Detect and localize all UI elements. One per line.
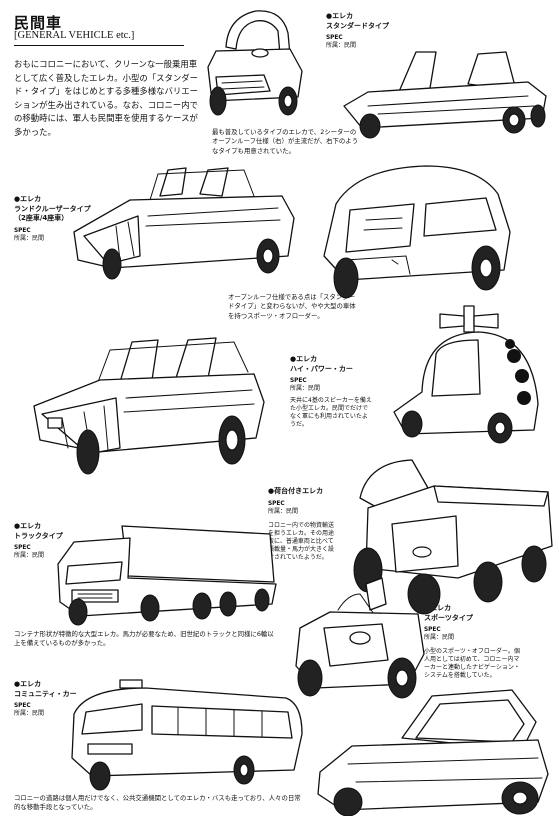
owner-label: 所属：民間 [268, 507, 299, 515]
entry-landcruiser: ●エレカ ランドクルーザータイプ （2座車/4座車） SPEC 所属：民間 [14, 195, 91, 243]
intro-text: おもにコロニーにおいて、クリーンな一般乗用車として広く普及したエレカ。小型の「ス… [14, 59, 198, 137]
page-title: 民間車 [14, 14, 63, 32]
entry-name-line: ●エレカ [290, 355, 318, 363]
entry-name-line: スポーツタイプ [424, 613, 473, 622]
owner-label: 所属：民間 [14, 710, 45, 717]
hatchback-car-icon [323, 165, 511, 299]
open-offroad-car-icon [33, 337, 265, 475]
truck-icon [57, 525, 277, 626]
openroof-note: オープンルーフ仕様である点は「スタンダードタイプ」と変わらないが、やや大型の車体… [228, 293, 356, 320]
entry-name-line: ランドクルーザータイプ [14, 204, 91, 213]
entry-name-line: ●エレカ [14, 522, 42, 530]
entry-highpower: ●エレカ ハイ・パワー・カー SPEC 所属：民間 天井に4基のスピーカーを備え… [290, 355, 372, 429]
entry-name-line: （2座車/4座車） [14, 214, 69, 222]
owner-label: 所属：民間 [326, 42, 357, 49]
title-divider [14, 45, 184, 46]
owner-label: 所属：民間 [14, 552, 45, 559]
entry-community: ●エレカ コミュニティ・カー SPEC 所属：民間 [14, 680, 77, 718]
covered-car-icon [343, 51, 547, 139]
open-roof-car-icon [207, 10, 303, 116]
bus-icon [71, 679, 303, 791]
page-subtitle: [GENERAL VEHICLE etc.] [14, 30, 135, 41]
entry-name-line: ハイ・パワー・カー [290, 364, 353, 373]
entry-name-line: ●エレカ [326, 12, 354, 20]
community-note: コロニーの道路は個人用だけでなく、公共交通機関としてのエレカ・バスも走っており、… [14, 794, 301, 812]
entry-truck: ●エレカ トラックタイプ SPEC 所属：民間 [14, 522, 63, 560]
entry-description: 天井に4基のスピーカーを備えた小型エレカ。民間でだけでなく軍にも利用されていたよ… [290, 397, 372, 428]
entry-name-line: コミュニティ・カー [14, 689, 77, 698]
sports-car-icon [317, 689, 549, 816]
truck-note: コンテナ形状が特徴的な大型エレカ。馬力が必要なため、旧世紀のトラックと同様に6輪… [14, 630, 274, 648]
owner-label: 所属：民間 [424, 634, 455, 641]
entry-name-line: ●エレカ [424, 604, 452, 612]
entry-name-line: ●エレカ [14, 195, 42, 203]
spec-label: SPEC [14, 545, 31, 551]
spec-label: SPEC [268, 500, 285, 507]
entry-name-line: ●荷台付きエレカ [268, 487, 324, 495]
entry-name-line: スタンダードタイプ [326, 21, 389, 30]
speaker-car-icon [393, 305, 539, 444]
entry-standard: ●エレカ スタンダードタイプ SPEC 所属：民間 [326, 12, 389, 50]
entry-name-line: ●エレカ [14, 680, 42, 688]
sports-car-icon [295, 577, 425, 699]
entry-description: 小型のスポーツ・オフローダー。個人用としては初めて、コロニー内マーカーと連動した… [424, 648, 520, 679]
spec-label: SPEC [290, 378, 307, 384]
spec-label: SPEC [424, 627, 441, 633]
spec-label: SPEC [14, 227, 31, 234]
entry-cargobed: ●荷台付きエレカ SPEC 所属：民間 コロニー内での物資輸送を担うエレカ。その… [268, 487, 338, 562]
pickup-car-icon [353, 459, 553, 615]
spec-label: SPEC [326, 35, 343, 41]
open-offroad-car-icon [73, 167, 295, 280]
standard-note: 最も普及しているタイプのエレカで、2シーターのオープンルーフ仕様（右）が主流だが… [212, 128, 359, 155]
entry-name-line: トラックタイプ [14, 531, 63, 540]
owner-label: 所属：民間 [290, 385, 321, 392]
spec-label: SPEC [14, 703, 31, 709]
entry-sports: ●エレカ スポーツタイプ SPEC 所属：民間 小型のスポーツ・オフローダー。個… [424, 604, 524, 680]
entry-description: コロニー内での物資輸送を担うエレカ。その用途故に、普通車両と比べて積載量・馬力が… [268, 521, 335, 561]
owner-label: 所属：民間 [14, 234, 45, 242]
